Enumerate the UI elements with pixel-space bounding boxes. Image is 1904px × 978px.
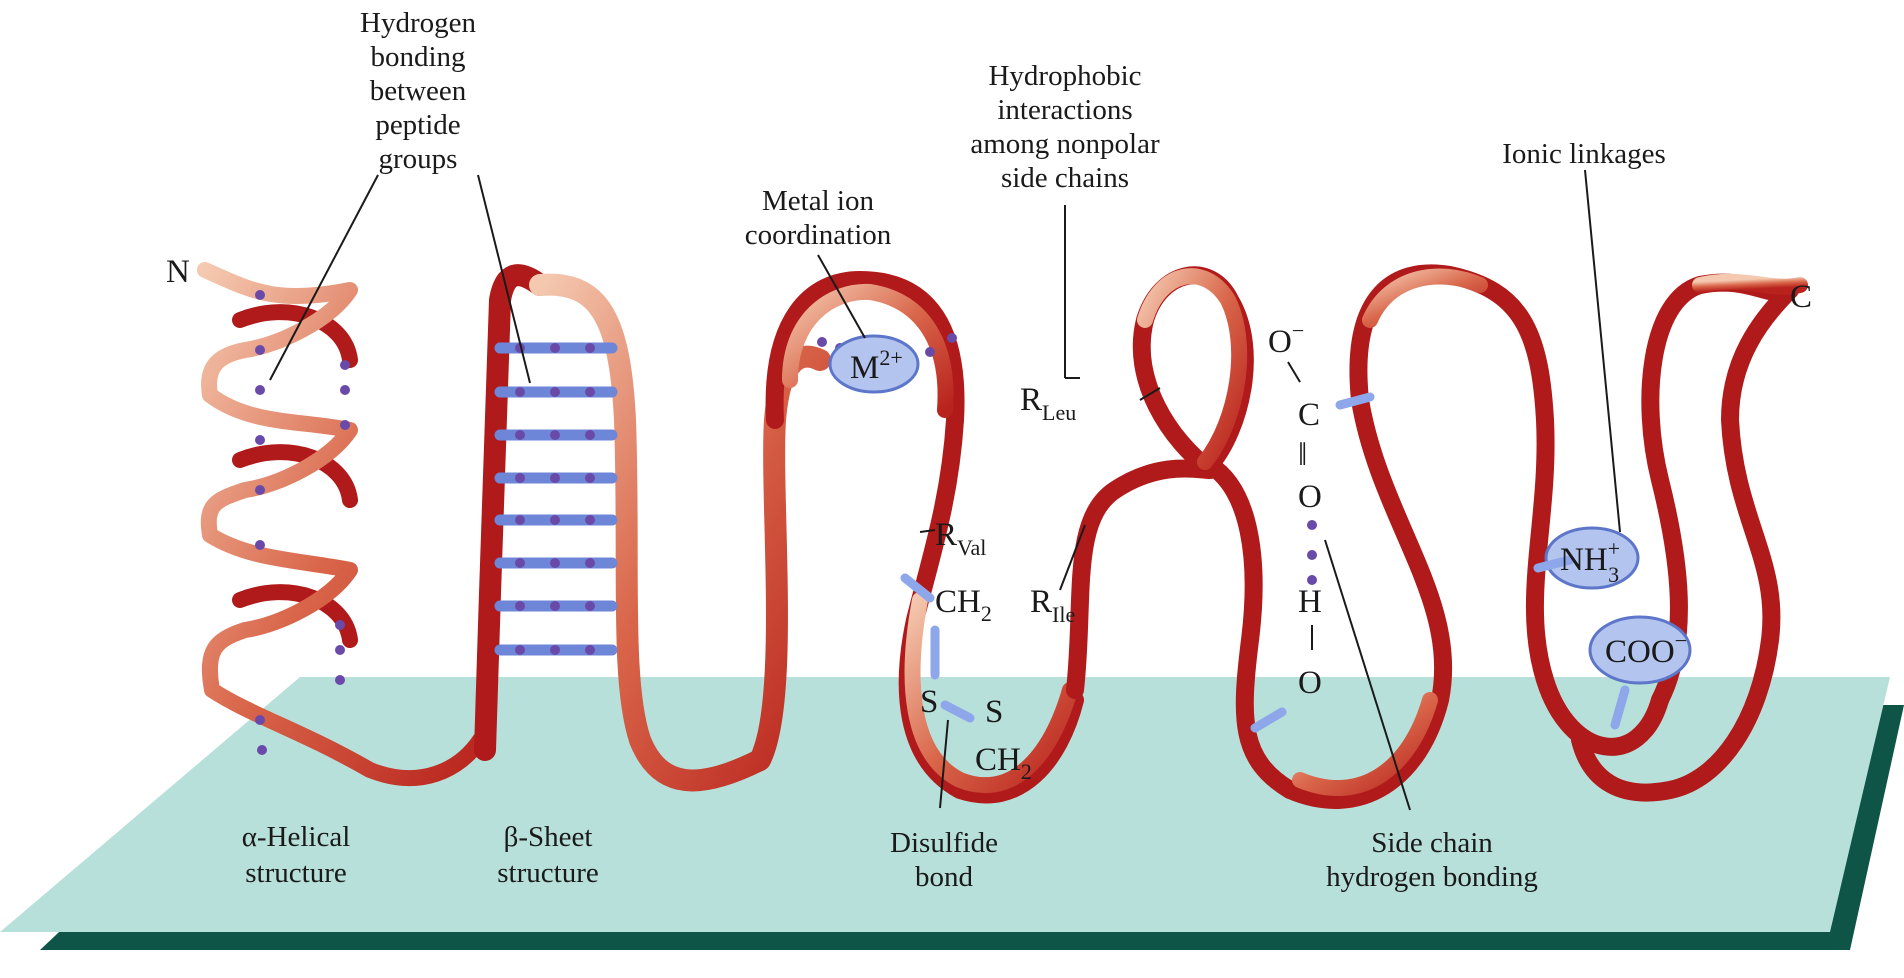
o-minus-label: O− [1268, 318, 1304, 360]
ionic-label: Ionic linkages [1502, 138, 1665, 170]
alpha-line-1: α-Helical [242, 821, 351, 853]
o-c-bond [1288, 362, 1300, 382]
r-val-label: RVal [935, 517, 986, 560]
c-terminus-label: C [1790, 279, 1812, 315]
hydrophobic-line-1: Hydrophobic [988, 60, 1141, 92]
hbond-line-4: peptide [375, 109, 460, 141]
side-chain-line-1: Side chain [1371, 827, 1493, 859]
n-terminus-label: N [166, 254, 190, 290]
alpha-line-2: structure [245, 857, 346, 889]
side-chain-line-2: hydrogen bonding [1326, 861, 1538, 893]
hbond-line-2: bonding [370, 41, 465, 73]
hydroxyl-o-label: O [1298, 665, 1322, 701]
double-bond-glyph: ‖ [1298, 437, 1307, 473]
hydrogen-label: H [1298, 584, 1322, 620]
disulfide-line-2: bond [915, 861, 974, 893]
r-ile-label: RIle [1030, 584, 1075, 627]
beta-line-2: structure [497, 857, 598, 889]
hydrophobic-label: Hydrophobic interactions among nonpolar … [970, 60, 1160, 194]
ch2-upper-label: CH2 [935, 584, 992, 626]
hbond-line-3: between [370, 75, 467, 107]
carbon-label: C [1298, 397, 1320, 433]
disulfide-line-1: Disulfide [890, 827, 998, 859]
hbond-line-1: Hydrogen [360, 7, 476, 39]
oxygen-label: O [1298, 479, 1322, 515]
sulfur-1-label: S [920, 684, 938, 720]
hbond-peptide-label: Hydrogen bonding between peptide groups [360, 7, 476, 175]
hydrophobic-line-4: side chains [1001, 162, 1129, 194]
sulfur-2-label: S [985, 694, 1003, 730]
floor-plane [0, 677, 1890, 932]
hydrophobic-line-2: interactions [997, 94, 1132, 126]
metal-ion-label: Metal ion coordination [745, 185, 892, 251]
hydrophobic-line-3: among nonpolar [970, 128, 1160, 160]
beta-line-1: β-Sheet [504, 821, 593, 853]
metal-line-1: Metal ion [762, 185, 874, 217]
leader-ionic [1585, 170, 1620, 532]
r-leu-label: RLeu [1020, 382, 1076, 425]
metal-line-2: coordination [745, 219, 892, 251]
hbond-line-5: groups [379, 143, 458, 175]
leader-hbond-helix [270, 175, 378, 380]
